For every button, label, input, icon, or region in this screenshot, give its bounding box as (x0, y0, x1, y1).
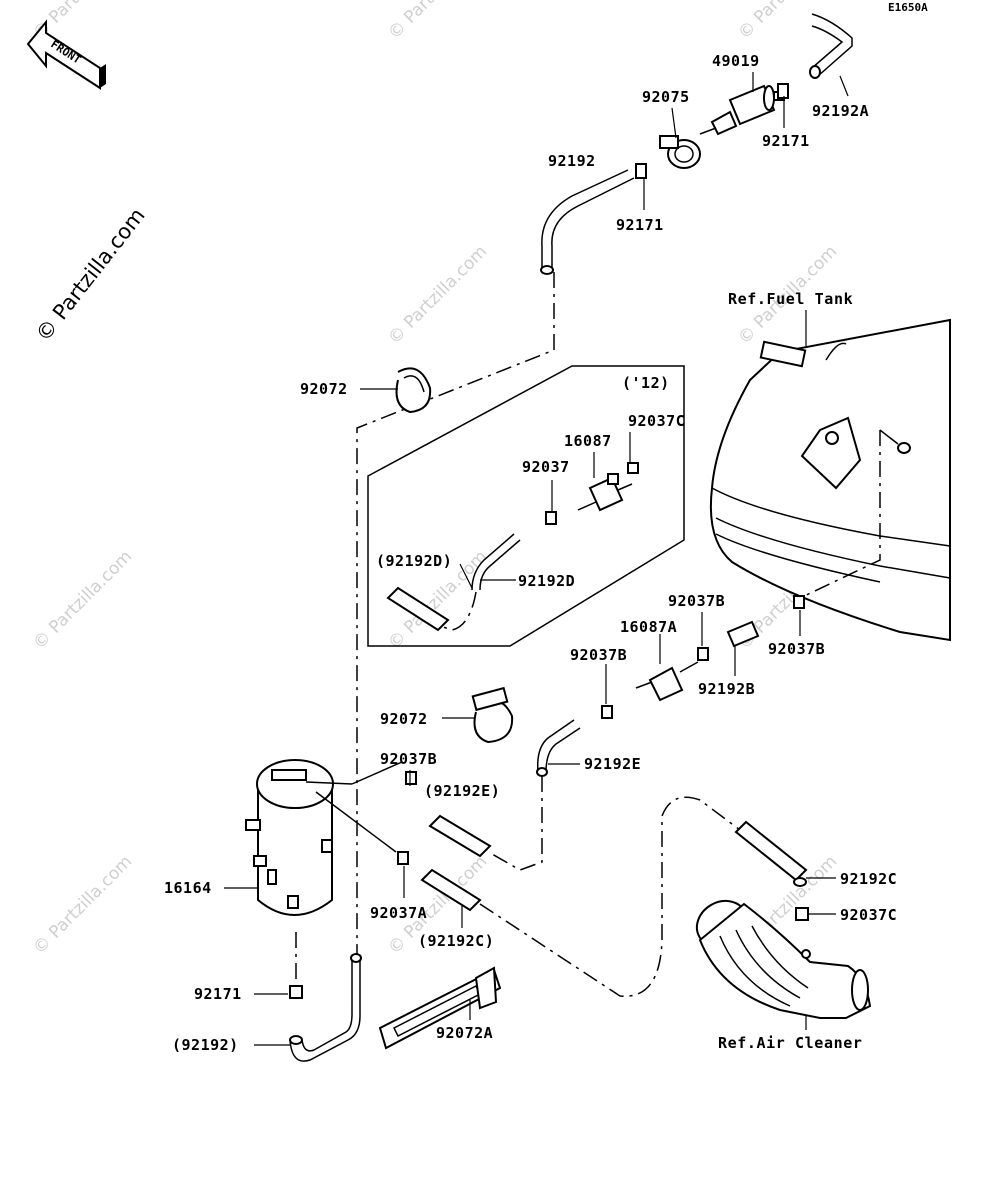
clamp-92037A-drawing (397, 851, 409, 865)
canister-16164-drawing (245, 759, 353, 916)
hose-92192D-drawing (386, 533, 521, 632)
label-92171-bottom: 92171 (194, 985, 242, 1003)
watermark-faint: © Partzilla.com (29, 547, 136, 654)
label-92171-mid: 92171 (616, 216, 664, 234)
hose-92192-bottom-drawing (289, 953, 362, 1062)
hose-92192B-drawing (726, 620, 760, 648)
clamp-92037B-canister-drawing (405, 771, 417, 785)
label-92072A: 92072A (436, 1024, 493, 1042)
clamp-92037B-right-drawing (793, 595, 805, 609)
label-16164: 16164 (164, 879, 212, 897)
label-16087: 16087 (564, 432, 612, 450)
front-arrow-icon: FRONT (26, 19, 106, 90)
label-92075: 92075 (642, 88, 690, 106)
year-2012-note: ('12) (622, 374, 670, 392)
bracket-92072A-drawing (378, 966, 502, 1050)
bracket-92075-drawing (659, 135, 701, 169)
canister-line-lower (315, 791, 397, 853)
label-92192C-paren: (92192C) (418, 932, 494, 950)
watermark-faint: © Partzilla.com (734, 0, 841, 44)
clamp-92037-box-drawing (545, 511, 557, 525)
valve-16087A-drawing (635, 661, 699, 702)
hose-92192C-drawing (734, 820, 808, 887)
air-cleaner-drawing (695, 899, 872, 1019)
label-92037B-right: 92037B (768, 640, 825, 658)
label-ref-fuel-tank: Ref.Fuel Tank (728, 290, 853, 308)
valve-16087-drawing (577, 462, 639, 512)
label-92037-box: 92037 (522, 458, 570, 476)
label-92072-lower: 92072 (380, 710, 428, 728)
label-92037C-box: 92037C (628, 412, 685, 430)
label-92037B-upper: 92037B (668, 592, 725, 610)
label-49019: 49019 (712, 52, 760, 70)
label-92192-paren: (92192) (172, 1036, 239, 1054)
label-92192E: 92192E (584, 755, 641, 773)
clamp-92171-top-drawing (635, 83, 789, 179)
label-92192B: 92192B (698, 680, 755, 698)
label-92192E-paren: (92192E) (424, 782, 500, 800)
label-92192D-paren: (92192D) (376, 552, 452, 570)
watermark-faint: © Partzilla.com (384, 242, 491, 349)
canister-line-upper (351, 761, 403, 785)
label-92192A: 92192A (812, 102, 869, 120)
label-ref-air-cleaner: Ref.Air Cleaner (718, 1034, 862, 1052)
clamp-92171-bottom-drawing (289, 985, 303, 999)
hose-92192A-drawing (809, 13, 853, 79)
fuel-tank-drawing (709, 318, 951, 642)
part-labels: 49019 92075 92192A 92171 92192 92171 Ref… (164, 52, 897, 1054)
label-92072-upper: 92072 (300, 380, 348, 398)
hose-route-tank (799, 430, 881, 599)
band-92072-lower-drawing (471, 686, 514, 744)
band-92072-upper-drawing (395, 367, 432, 414)
label-92192D: 92192D (518, 572, 575, 590)
year-2012-group-box (367, 365, 685, 647)
hose-92192-top-drawing (540, 169, 635, 275)
label-92192C: 92192C (840, 870, 897, 888)
label-92037B-canister: 92037B (380, 750, 437, 768)
clamp-92037B-upper-drawing (697, 647, 709, 661)
clamp-92037B-left-drawing (601, 705, 613, 719)
watermark-faint: © Partzilla.com (384, 0, 491, 44)
leader-lines (224, 72, 849, 1046)
label-92037B-left: 92037B (570, 646, 627, 664)
label-92192-top: 92192 (548, 152, 596, 170)
hose-92192E-paren-drawing (428, 814, 492, 858)
label-92037C-air: 92037C (840, 906, 897, 924)
label-92171-top: 92171 (762, 132, 810, 150)
hose-route-left (356, 272, 555, 960)
hose-92192C-paren-drawing (420, 796, 741, 997)
diagram-code: E1650A (888, 1, 928, 14)
hose-92192E-drawing (491, 719, 581, 871)
fuel-filter-49019-drawing (699, 84, 785, 136)
watermark-main: © Partzilla.com (31, 204, 150, 346)
clamp-92037C-air-drawing (795, 907, 809, 921)
label-16087A: 16087A (620, 618, 677, 636)
watermark-faint: © Partzilla.com (29, 852, 136, 959)
label-92037A: 92037A (370, 904, 427, 922)
